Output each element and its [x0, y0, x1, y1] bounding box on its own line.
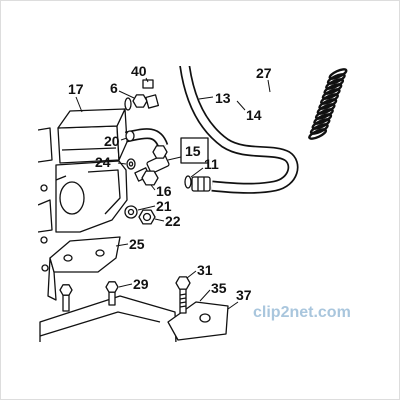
fitting-16-nut [141, 170, 159, 186]
o-ring-11 [184, 175, 192, 189]
coil-spring-loop [308, 128, 328, 140]
callout-14: 14 [246, 107, 262, 123]
fitting-6-nut [132, 94, 148, 108]
coil-spring-loop [316, 103, 336, 115]
highlight-box[interactable] [180, 137, 209, 164]
washer-24-hole [128, 161, 134, 167]
callout-37: 37 [236, 287, 252, 303]
coil-spring-loop [320, 93, 339, 105]
leader-11 [190, 167, 204, 178]
leader-15 [167, 156, 182, 161]
washer-21-hole [127, 208, 135, 216]
callout-27: 27 [256, 65, 272, 81]
cover-17-line [61, 147, 117, 151]
leader-6 [118, 90, 135, 99]
fitting-6-thread [145, 94, 160, 109]
leader-27 [267, 79, 271, 93]
callout-6: 6 [110, 80, 118, 96]
leader-35 [199, 289, 211, 302]
leader-14 [236, 100, 246, 111]
leader-20 [120, 137, 128, 141]
leader-13 [198, 96, 214, 100]
callout-22: 22 [165, 213, 181, 229]
hose-end-nut [191, 176, 211, 192]
nut-22-hole [142, 212, 152, 222]
leader-16 [150, 184, 156, 191]
left-edge-hole [40, 184, 48, 192]
housing-edge [87, 169, 121, 215]
callout-17: 17 [68, 81, 84, 97]
bolt-shaft [108, 290, 116, 306]
part-40 [142, 79, 154, 89]
callout-11: 11 [204, 156, 219, 172]
left-edge-hole [40, 236, 48, 244]
bolt-29-head [59, 284, 73, 296]
hose-core [181, 66, 297, 193]
callout-15[interactable]: 15 [185, 143, 201, 159]
leader-21 [137, 205, 156, 211]
coil-spring-loop [314, 108, 334, 120]
coil-spring-loop [326, 73, 346, 85]
callout-35: 35 [211, 280, 227, 296]
coil-spring [308, 68, 348, 140]
bracket-25 [49, 236, 121, 273]
coil-spring-loop [325, 78, 345, 90]
coil-spring-loop [309, 123, 329, 135]
drawing-area: 17 6 40 27 13 14 20 15 24 11 16 21 22 25… [38, 63, 348, 342]
callout-13: 13 [215, 90, 231, 106]
leader-31 [186, 270, 197, 279]
coil-spring-loop [318, 98, 338, 110]
left-edge-bracket [38, 199, 53, 233]
bracket-25-hole [63, 254, 73, 262]
coil-spring-loop [311, 118, 331, 130]
callout-25: 25 [129, 236, 145, 252]
watermark: clip2net.com [253, 304, 351, 321]
housing-edge [55, 175, 67, 181]
bolt-29-shaft [62, 294, 70, 312]
leader-22 [154, 218, 165, 222]
hose-end-nut-facets [197, 177, 205, 191]
callout-31: 31 [197, 262, 213, 278]
callout-21: 21 [156, 198, 172, 214]
leader-25 [115, 243, 129, 247]
o-ring-6 [124, 97, 132, 111]
callout-24: 24 [95, 154, 111, 170]
coil-spring-loop [313, 113, 333, 125]
bolt-31-head [175, 276, 191, 290]
coil-spring-loop [321, 88, 341, 100]
leader-37 [227, 301, 239, 310]
leader-17 [75, 96, 83, 113]
fitting-15-nut [152, 145, 168, 159]
leader-24 [117, 162, 127, 165]
coil-spring-loop [328, 68, 348, 80]
bracket-25-hole [95, 249, 105, 257]
fitting-20 [125, 130, 135, 142]
bolt-31-shaft [179, 288, 187, 314]
lower-plate-edge [39, 311, 161, 337]
callout-20: 20 [104, 133, 120, 149]
housing-opening [59, 181, 85, 215]
coil-spring-loop [323, 83, 343, 95]
bracket-35-hole [199, 313, 211, 323]
leader-40 [145, 77, 149, 83]
callout-16: 16 [156, 183, 172, 199]
callout-29: 29 [133, 276, 149, 292]
leader-lines [75, 77, 271, 310]
fitting-15-body [146, 154, 170, 174]
leader-29 [118, 283, 133, 288]
left-edge-plate [38, 127, 53, 163]
cover-17-top [57, 108, 126, 129]
left-edge-hole [41, 264, 49, 272]
callout-40: 40 [131, 63, 147, 79]
bolt-head [105, 281, 119, 293]
bolt-31-thread [179, 293, 187, 308]
